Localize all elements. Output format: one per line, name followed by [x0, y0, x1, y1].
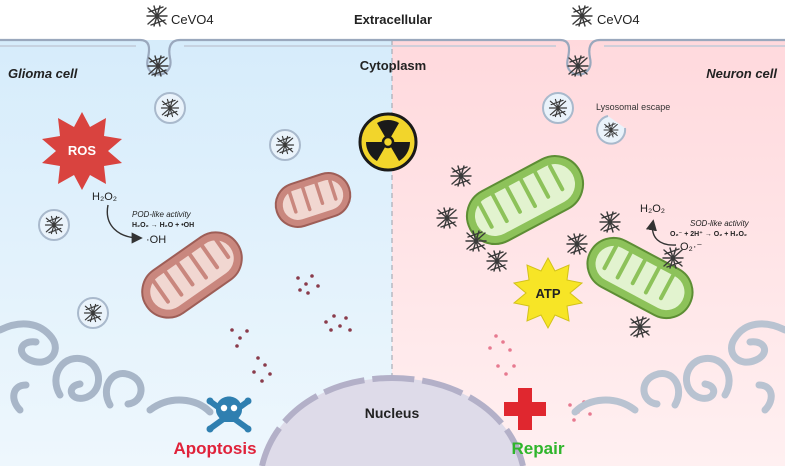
vesicle-icon — [155, 93, 185, 123]
vesicle-icon — [543, 93, 573, 123]
damaged-mitochondrion — [274, 172, 352, 228]
oh-label: ·OH — [146, 234, 166, 246]
particles-left — [230, 274, 352, 383]
crystal-icon — [566, 233, 588, 255]
skull-crossbones-icon — [206, 396, 252, 433]
crystal-icon — [436, 207, 458, 229]
crystal-icon — [567, 55, 589, 77]
crystal-icon — [147, 55, 169, 77]
sod-reaction-label: O₂⁻ + 2H⁺ → O₂ + H₂O₂ — [670, 230, 747, 238]
nucleus — [262, 378, 523, 466]
nuclear-envelope — [259, 374, 526, 466]
ros-label: ROS — [68, 143, 97, 158]
sod-activity-label: SOD-like activity — [690, 219, 750, 228]
repair-cross-icon — [504, 388, 546, 430]
pod-reaction-label: H₂O₂ → H₂O + •OH — [132, 222, 194, 229]
h2o2-left-label: H₂O₂ — [92, 191, 117, 203]
extracellular-label: Extracellular — [354, 12, 432, 27]
damaged-mitochondrion — [141, 231, 243, 319]
er-membrane-left — [0, 320, 214, 416]
extracellular-band — [0, 0, 785, 40]
o2-label: O₂·⁻ — [680, 241, 702, 253]
er-membrane-right — [571, 320, 785, 416]
h2o2-right-label: H₂O₂ — [640, 203, 665, 215]
atp-label: ATP — [535, 286, 560, 301]
vesicle-icon — [39, 210, 69, 240]
vesicle-icon — [78, 298, 108, 328]
crystal-icon — [486, 250, 508, 272]
crystal-icon — [629, 316, 651, 338]
atp-star-icon — [512, 256, 584, 330]
vesicle-icon — [270, 130, 300, 160]
apoptosis-label: Apoptosis — [173, 439, 256, 458]
repair-label: Repair — [512, 439, 565, 458]
ceo4-label-left: CeVO4 — [171, 12, 214, 27]
cell-membrane — [0, 38, 785, 76]
sod-arrow — [645, 219, 677, 246]
cytoplasm-label: Cytoplasm — [360, 58, 426, 73]
crystal-icon — [465, 230, 487, 252]
lysosomal-escape-label: Lysosomal escape — [596, 102, 670, 112]
ceo4-label-right: CeVO4 — [597, 12, 640, 27]
healthy-mitochondrion — [465, 155, 585, 245]
healthy-mitochondrion — [586, 236, 694, 320]
neuron-cell-label: Neuron cell — [706, 66, 777, 81]
broken-vesicle-icon — [596, 115, 627, 145]
pod-arrow — [106, 204, 143, 244]
ros-star-icon — [42, 112, 122, 190]
crystal-icon — [571, 5, 593, 27]
pod-activity-label: POD-like activity — [132, 210, 192, 219]
crystal-icon — [599, 211, 621, 233]
crystal-icon — [450, 165, 472, 187]
nucleus-label: Nucleus — [365, 405, 420, 421]
radiation-icon — [358, 112, 418, 172]
glioma-cell-label: Glioma cell — [8, 66, 78, 81]
crystal-icon — [146, 5, 168, 27]
